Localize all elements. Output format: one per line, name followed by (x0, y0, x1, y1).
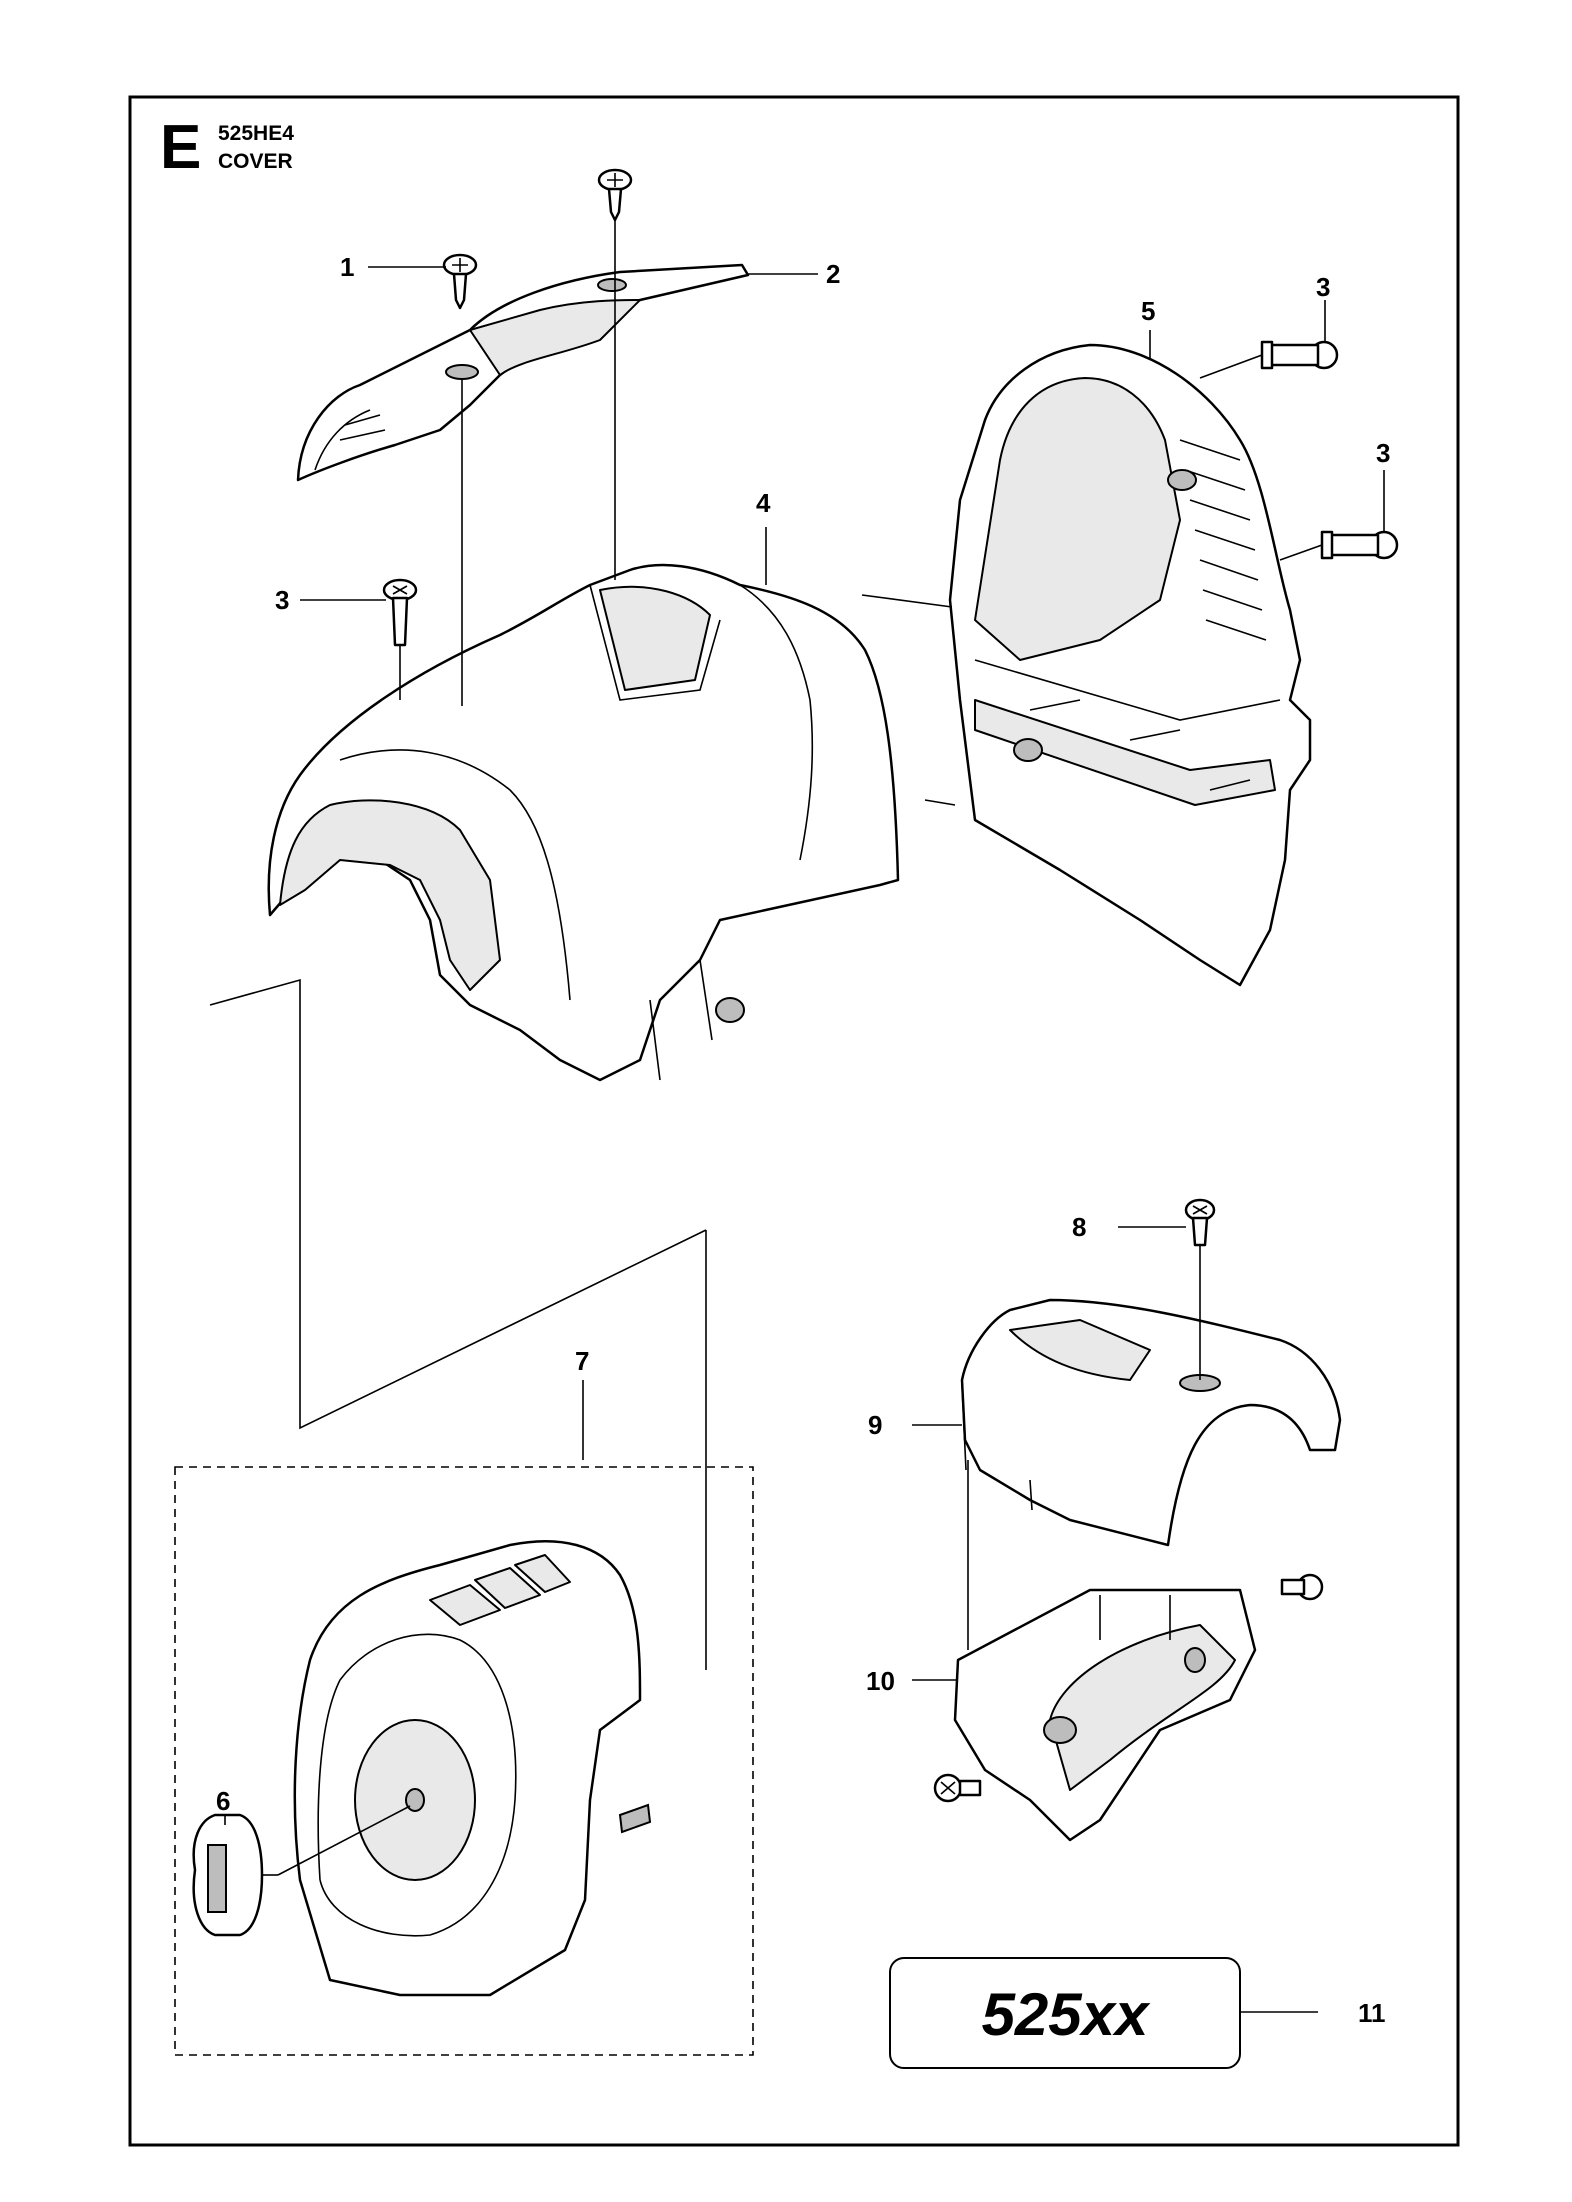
callout-3-left: 3 (275, 585, 289, 615)
part-6-starter-handle (192, 1813, 278, 1937)
starter-assembly-dashed-box (174, 1466, 754, 2056)
callout-3-lower-right: 3 (1376, 438, 1390, 468)
section-letter: E (160, 113, 201, 182)
leader-lines (209, 220, 1385, 2013)
section-title: COVER (218, 150, 293, 173)
callout-11: 11 (1358, 1998, 1386, 2028)
callout-5: 5 (1141, 296, 1155, 326)
decal-text: 525xx (982, 1981, 1151, 2048)
callout-2: 2 (826, 259, 840, 289)
part-5-rear-cover (948, 343, 1312, 987)
part-2-top-plate (296, 263, 750, 482)
callout-4: 4 (756, 488, 771, 518)
part-4-main-cover (267, 563, 900, 1082)
top-plate-screw (597, 168, 633, 222)
housing-screw-left (933, 1773, 982, 1803)
callout-8: 8 (1072, 1212, 1086, 1242)
part-3-screw-left (382, 578, 418, 647)
callout-9: 9 (868, 1410, 882, 1440)
callout-10: 10 (866, 1666, 895, 1696)
part-8-screw (1184, 1198, 1216, 1247)
housing-screw-right (1280, 1573, 1324, 1601)
callout-1: 1 (340, 252, 354, 282)
part-3-screw-lower-right (1320, 530, 1399, 560)
model-label: 525HE4 (218, 122, 294, 145)
callout-3-upper-right: 3 (1316, 272, 1330, 302)
page-border (128, 95, 1460, 2147)
callout-6: 6 (216, 1786, 230, 1816)
callout-7: 7 (575, 1346, 589, 1376)
part-1-screw (442, 253, 478, 310)
part-11-decal (889, 1957, 1241, 2069)
part-10-handle-bottom (953, 1588, 1257, 1842)
part-3-screw-upper-right (1260, 340, 1339, 370)
part-9-handle-top (960, 1298, 1342, 1547)
part-7-starter-cover (293, 1540, 652, 1997)
